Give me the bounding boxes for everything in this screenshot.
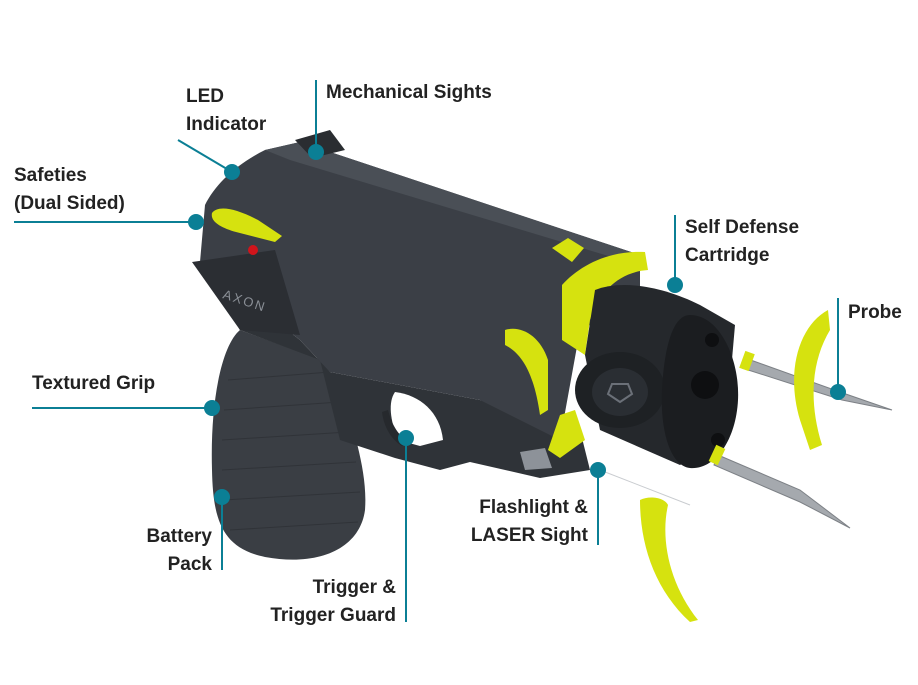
label-cartridge-line-1: Self Defense bbox=[685, 217, 800, 238]
lower-frame bbox=[200, 262, 590, 478]
callouts bbox=[14, 80, 839, 622]
callout-dot-probe bbox=[830, 384, 846, 400]
probes bbox=[599, 310, 893, 622]
callout-line-led bbox=[177, 139, 233, 173]
callout-dots bbox=[188, 144, 846, 505]
label-flashlight-line-2: LASER Sight bbox=[470, 525, 588, 546]
label-battery-pack: Battery Pack bbox=[130, 523, 212, 579]
callout-dot-safeties bbox=[188, 214, 204, 230]
label-trigger-line-2: Trigger Guard bbox=[270, 605, 396, 626]
label-mechanical-sights: Mechanical Sights bbox=[326, 79, 492, 107]
label-trigger-guard: Trigger & Trigger Guard bbox=[262, 574, 396, 630]
label-safeties-line-1: Safeties bbox=[14, 165, 87, 186]
callout-dot-grip bbox=[204, 400, 220, 416]
label-battery-line-1: Battery bbox=[146, 526, 212, 547]
label-led-indicator: LED Indicator bbox=[186, 83, 266, 139]
led-indicator bbox=[248, 245, 258, 255]
label-cartridge-line-2: Cartridge bbox=[685, 245, 770, 266]
trigger bbox=[382, 410, 410, 446]
probe-shell-upper bbox=[794, 310, 830, 450]
safety-lever bbox=[211, 208, 282, 242]
cartridge-housing bbox=[562, 251, 648, 355]
label-probe: Probe bbox=[848, 299, 902, 327]
callout-dot-sights bbox=[308, 144, 324, 160]
probe-lower bbox=[713, 454, 851, 529]
label-self-defense-cartridge: Self Defense Cartridge bbox=[685, 214, 799, 270]
label-battery-line-2: Pack bbox=[167, 554, 212, 575]
callout-dot-battery bbox=[214, 489, 230, 505]
probe-shell-lower bbox=[640, 497, 698, 622]
label-grip-line-1: Textured Grip bbox=[32, 373, 156, 394]
label-led-line-2: Indicator bbox=[186, 114, 267, 135]
callout-dot-flashlight bbox=[590, 462, 606, 478]
callout-dot-trigger bbox=[398, 430, 414, 446]
label-textured-grip: Textured Grip bbox=[32, 370, 155, 398]
probe-upper bbox=[741, 357, 893, 411]
label-sights-line-1: Mechanical Sights bbox=[326, 82, 492, 103]
label-flashlight-line-1: Flashlight & bbox=[479, 497, 588, 518]
flashlight-lens bbox=[520, 448, 552, 470]
label-flashlight-laser: Flashlight & LASER Sight bbox=[462, 494, 588, 550]
callout-dot-cartridge bbox=[667, 277, 683, 293]
label-probe-line-1: Probe bbox=[848, 302, 902, 323]
label-safeties: Safeties (Dual Sided) bbox=[14, 162, 125, 218]
device-body bbox=[192, 130, 739, 560]
mechanical-sight bbox=[295, 130, 345, 158]
side-panel bbox=[192, 250, 300, 335]
label-safeties-line-2: (Dual Sided) bbox=[14, 193, 125, 214]
callout-dot-led bbox=[224, 164, 240, 180]
label-led-line-1: LED bbox=[186, 86, 224, 107]
label-trigger-line-1: Trigger & bbox=[312, 577, 396, 598]
slide-tab bbox=[552, 238, 584, 262]
